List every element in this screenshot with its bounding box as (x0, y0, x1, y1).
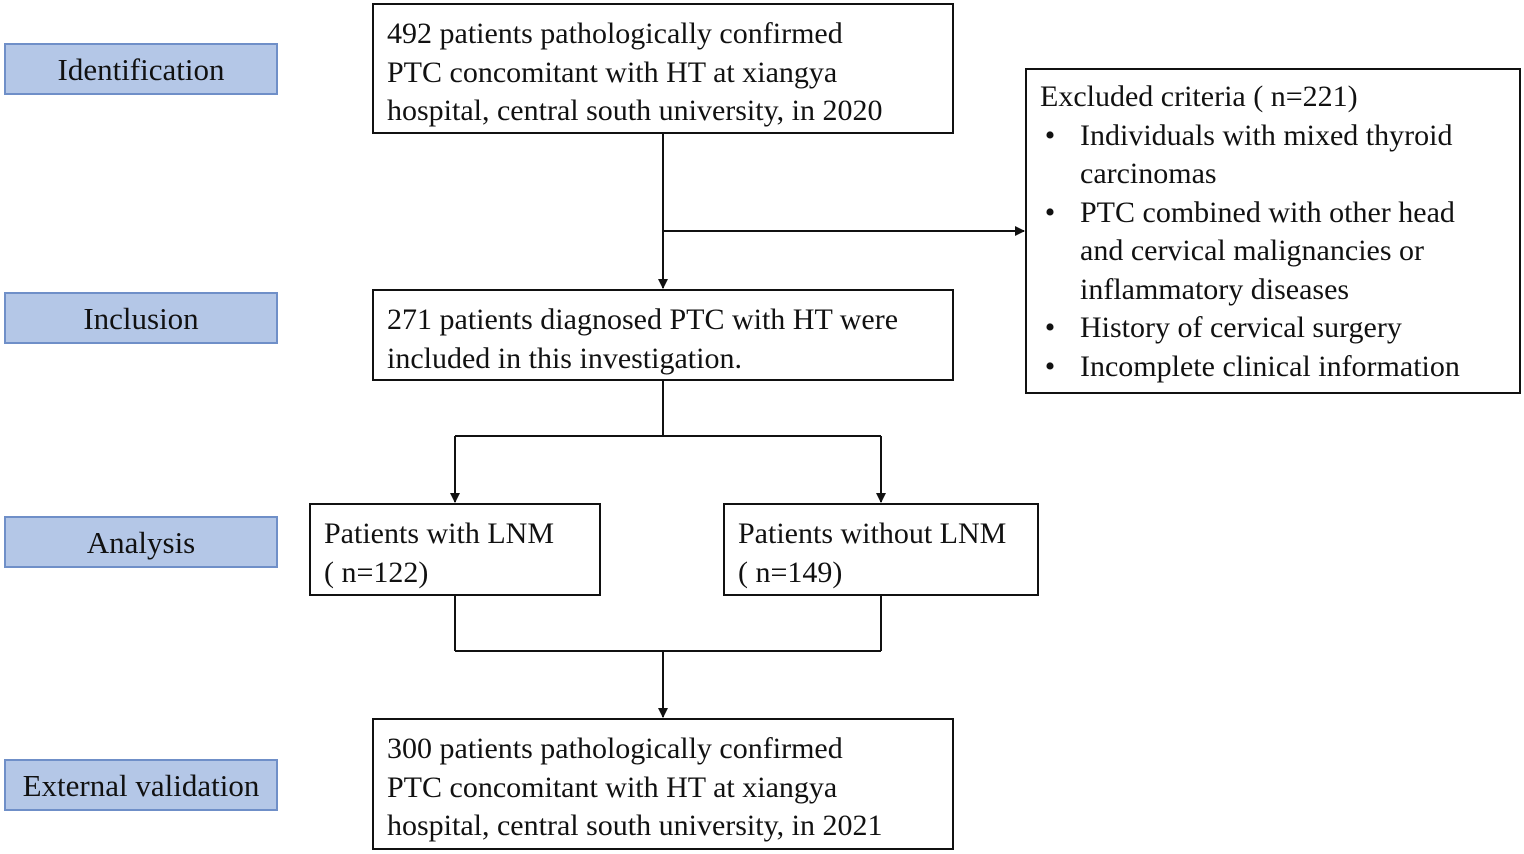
stage-label-analysis: Analysis (4, 516, 278, 568)
bullet-icon: • (1044, 349, 1056, 383)
excluded-criteria-item: • Incomplete clinical information (1040, 348, 1507, 387)
excluded-criteria-item: • Individuals with mixed thyroid carcino… (1040, 117, 1507, 194)
excluded-criteria-item: • PTC combined with other head and cervi… (1040, 194, 1507, 310)
stage-label-inclusion: Inclusion (4, 292, 278, 344)
excluded-criteria-item-text: Incomplete clinical information (1080, 349, 1460, 383)
excluded-criteria-item: • History of cervical surgery (1040, 309, 1507, 348)
identified-line-2: PTC concomitant with HT at xiangya (387, 55, 838, 89)
excluded-criteria-title: Excluded criteria ( n=221) (1040, 80, 1358, 113)
with-lnm-box: Patients with LNM ( n=122) (309, 503, 601, 596)
stage-label-identification: Identification (4, 43, 278, 95)
bullet-icon: • (1044, 118, 1056, 152)
excluded-criteria-item-text: History of cervical surgery (1080, 311, 1402, 344)
validation-line-2: PTC concomitant with HT at xiangya (387, 770, 838, 804)
validation-line-1: 300 patients pathologically confirmed (387, 732, 843, 765)
without-lnm-box: Patients without LNM ( n=149) (723, 503, 1039, 596)
bullet-icon: • (1044, 311, 1056, 344)
validation-patients-box: 300 patients pathologically confirmed PT… (372, 718, 954, 850)
identified-patients-box: 492 patients pathologically confirmed PT… (372, 3, 954, 134)
excluded-criteria-item-text: PTC combined with other head and cervica… (1080, 195, 1455, 306)
excluded-criteria-list: • Individuals with mixed thyroid carcino… (1040, 117, 1507, 387)
with-lnm-line-1: Patients with LNM (324, 517, 554, 550)
excluded-criteria-item-text: Individuals with mixed thyroid carcinoma… (1080, 118, 1453, 191)
bullet-icon: • (1044, 195, 1056, 229)
without-lnm-line-2: ( n=149) (738, 555, 843, 589)
excluded-criteria-box: Excluded criteria ( n=221) • Individuals… (1025, 68, 1521, 394)
included-patients-box: 271 patients diagnosed PTC with HT were … (372, 289, 954, 381)
included-line-1: 271 patients diagnosed PTC with HT were (387, 303, 899, 336)
identified-line-1: 492 patients pathologically confirmed (387, 17, 843, 50)
without-lnm-line-1: Patients without LNM (738, 517, 1007, 550)
stage-label-external-validation: External validation (4, 759, 278, 811)
identified-line-3: hospital, central south university, in 2… (387, 94, 883, 127)
with-lnm-line-2: ( n=122) (324, 555, 429, 589)
validation-line-3: hospital, central south university, in 2… (387, 809, 883, 842)
included-line-2: included in this investigation. (387, 341, 742, 375)
